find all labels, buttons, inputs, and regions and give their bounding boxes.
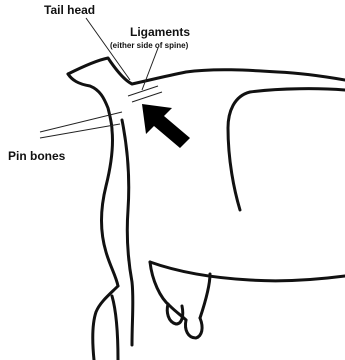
cow-back-outline [68, 58, 345, 84]
hind-leg-inner-outline [122, 120, 133, 345]
hind-leg-outer-outline [93, 286, 118, 360]
teat-right [185, 318, 202, 338]
rear-thigh-outline [102, 130, 119, 286]
tail-outline [68, 74, 112, 130]
pin-bones-leader-2 [40, 124, 120, 138]
arrow-pointing-up-left-icon [142, 104, 190, 148]
ligaments-label: Ligaments [130, 25, 190, 39]
ligaments-note-label: (either side of spine) [110, 41, 189, 50]
flank-outline [228, 89, 345, 210]
udder-back-outline [200, 274, 210, 318]
tail-head-label: Tail head [44, 3, 95, 17]
pin-bones-label: Pin bones [8, 149, 66, 163]
ligaments-leader [142, 48, 158, 90]
hind-leg-rear-outline [112, 296, 118, 360]
belly-outline [150, 262, 345, 281]
